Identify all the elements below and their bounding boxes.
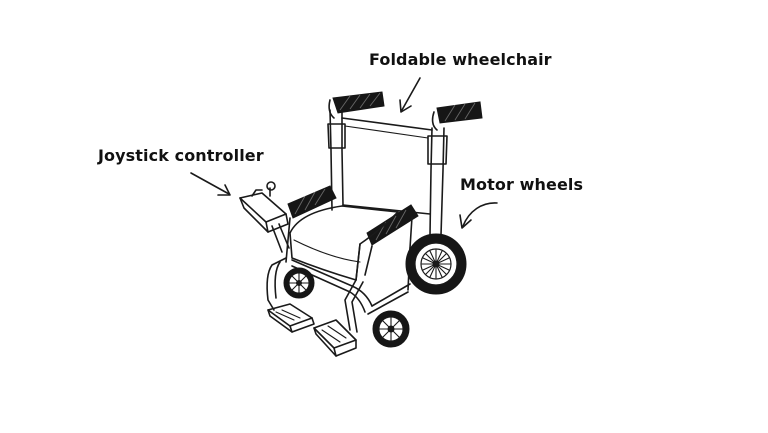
footrests [267, 303, 357, 357]
label-foldable-wheelchair: Foldable wheelchair [369, 50, 552, 69]
motor-wheel [405, 233, 467, 295]
joystick-controller [239, 181, 290, 253]
seat [289, 205, 399, 281]
arrow-motor [459, 202, 498, 229]
push-handles [328, 91, 483, 131]
arrow-joystick [190, 172, 231, 196]
front-caster-right [372, 310, 410, 348]
front-caster-left [283, 267, 315, 299]
label-joystick-controller: Joystick controller [98, 146, 264, 165]
label-motor-wheels: Motor wheels [460, 175, 584, 194]
backrest-frame [327, 109, 448, 236]
armrests [285, 185, 419, 276]
arrow-foldable [399, 77, 421, 113]
